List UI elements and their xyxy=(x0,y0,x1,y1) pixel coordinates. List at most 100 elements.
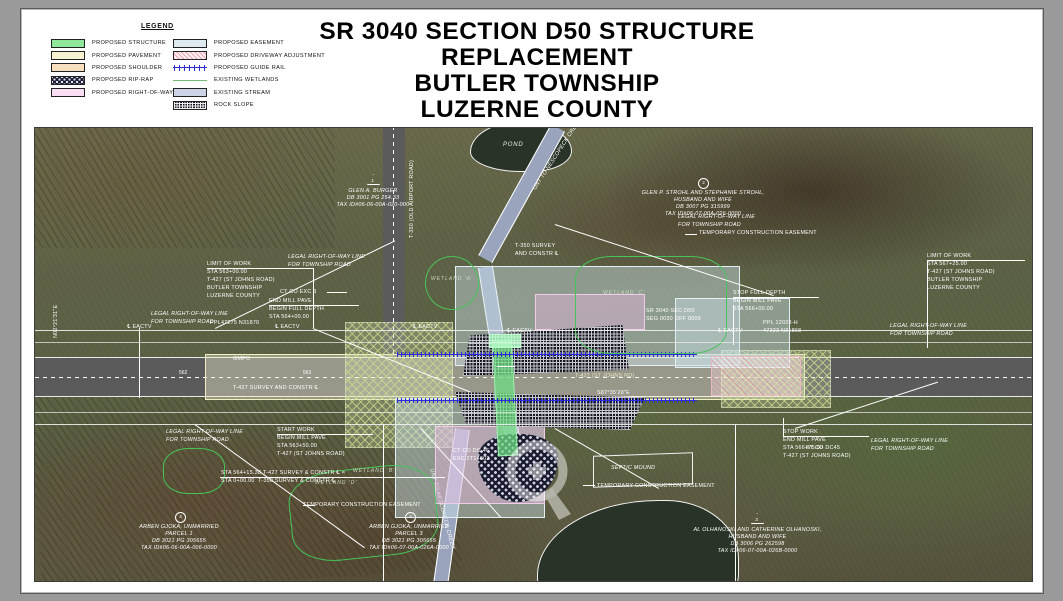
parcel-1-deed: DB 3001 PG 254.33 xyxy=(346,195,400,201)
stop-full-depth-l1: STOP FULL DEPTH xyxy=(733,290,786,296)
structure-approach-slab xyxy=(489,334,521,348)
survey-line-vert-2 xyxy=(735,424,736,581)
legend-title: LEGEND xyxy=(141,23,174,30)
proposed-rip-rap-apron xyxy=(478,434,558,502)
eactv-label-4: ℄ EACTV xyxy=(507,328,532,334)
start-work-l1: START WORK xyxy=(277,427,315,433)
start-work-l3: STA 563+50.00 xyxy=(277,443,318,449)
limit-of-work-west-l5: LUZERNE COUNTY xyxy=(207,293,260,299)
legend-item-proposed-easement: PROPOSED EASEMENT xyxy=(173,37,325,49)
parcel-4b-tax-id: TAX ID#06-07-00A-026A-0000 xyxy=(369,545,449,551)
wetland-label-b: WETLAND 'B' xyxy=(353,468,396,474)
septic-mound-label: SEPTIC MOUND xyxy=(611,465,656,471)
title-line-county: LUZERNE COUNTY xyxy=(420,95,654,123)
legend-item-proposed-rip-rap: PROPOSED RIP-RAP xyxy=(51,74,173,86)
ct-co-exc-3-label: CT CO EXC 3 xyxy=(280,289,317,295)
legal-row-nw-l2: FOR TOWNSHIP ROAD xyxy=(678,222,741,228)
old-airport-road-centerline xyxy=(393,128,394,370)
parcel-2-tax-id: TAX ID#06-07-00A-026-0000 xyxy=(665,211,741,217)
ct-co-exc-3-leader xyxy=(327,292,347,293)
stop-work-drop xyxy=(783,418,784,436)
aerial-plan-map[interactable]: POND POND UNT TO NESCOPECK CREEK UNT TO … xyxy=(34,127,1033,582)
legend-item-proposed-structure: PROPOSED STRUCTURE xyxy=(51,37,173,49)
stop-work-leader xyxy=(783,436,869,437)
bearing-east-label: S87°35'28"E xyxy=(597,390,631,396)
ppl-pole-center-l1: PPL 12028-H xyxy=(763,320,798,326)
parcel-3-deed: DB 3006 PG 262598 xyxy=(730,541,785,547)
station-equation-l2: STA 0+00.00 T-350 SURVEY & CONSTR ℄ xyxy=(221,478,336,484)
title-line-township: BUTLER TOWNSHIP xyxy=(414,69,660,97)
ct-co-dc-46-l1: CT CO DC 46 xyxy=(453,448,490,454)
limit-of-work-east-l2: STA 567+25.00 xyxy=(927,261,968,267)
legend-swatch-wetlands xyxy=(173,76,207,85)
legal-row-w-l1: LEGAL RIGHT-OF-WAY LINE xyxy=(151,311,229,317)
t350-survey-leader xyxy=(497,366,515,367)
station-marker-562: 562 xyxy=(179,370,188,376)
end-mill-pave-l3: STA 564+00.00 xyxy=(269,314,310,320)
parcel-marker-4b: 4 xyxy=(405,512,416,523)
legend-item-guide-rail: PROPOSED GUIDE RAIL xyxy=(173,62,325,74)
limit-of-work-west-leader xyxy=(207,268,313,269)
eactv-label-3: ℄ EACTV xyxy=(413,324,438,330)
proposed-shoulder-hatch-west xyxy=(345,322,453,448)
legend-swatch-easement xyxy=(173,38,207,48)
parcel-marker-2: 2 xyxy=(698,178,709,189)
legend-swatch-driveway-adjustment xyxy=(173,51,207,61)
tce-center-label: TEMPORARY CONSTRUCTION EASEMENT xyxy=(597,483,715,489)
tce-south-label: TEMPORARY CONSTRUCTION EASEMENT xyxy=(303,502,421,508)
legal-row-nw-l1: LEGAL RIGHT-OF-WAY LINE xyxy=(678,214,756,220)
parcel-4a-tax-id: TAX ID#06-06-00A-006-0000 xyxy=(141,545,217,551)
eactv-label-2: ℄ EACTV xyxy=(275,324,300,330)
legend: LEGEND PROPOSED STRUCTURE PROPOSED PAVEM… xyxy=(35,23,325,123)
tce-center-leader xyxy=(583,485,595,486)
row-line-south xyxy=(35,424,1032,425)
parcel-4a-deed: DB 3021 PG 305655 xyxy=(151,538,206,544)
limit-of-work-east-l3: T-427 (ST JOHNS ROAD) xyxy=(927,269,995,275)
stop-full-depth-l2: BEGIN MILL PAVE xyxy=(733,298,782,304)
tce-south-leader xyxy=(303,505,315,506)
parcel-1-owner: GLEN A. BURGER xyxy=(348,188,398,194)
limit-of-work-west-l2: STA 563+00.00 xyxy=(207,269,248,275)
limit-of-work-east-l1: LIMIT OF WORK xyxy=(927,253,972,259)
legend-label-rock-slope: ROCK SLOPE xyxy=(214,102,254,109)
st-johns-road-centerline xyxy=(35,377,1032,378)
start-work-l4: T-427 (ST JOHNS ROAD) xyxy=(277,451,345,457)
pond-north-label: POND xyxy=(503,142,524,148)
utility-line-overhead-south xyxy=(35,412,1032,413)
parcel-3-relation: HUSBAND AND WIFE xyxy=(728,534,787,540)
legend-label-guide-rail: PROPOSED GUIDE RAIL xyxy=(214,64,286,71)
utility-line-overhead-north xyxy=(35,342,1032,343)
wetland-label-d: WETLAND 'D' xyxy=(315,480,358,486)
legend-item-existing-wetlands: EXISTING WETLANDS xyxy=(173,74,325,86)
stop-full-depth-drop xyxy=(733,305,734,345)
end-mill-pave-l2: BEGIN FULL DEPTH xyxy=(269,306,325,312)
legal-row-se-l1: LEGAL RIGHT-OF-WAY LINE xyxy=(871,438,949,444)
eactv-label-1: ℄ EACTV xyxy=(127,324,152,330)
parcel-4a-owner: ARBEN GJOKA, UNMARRIED xyxy=(139,524,219,530)
legend-item-existing-stream: EXISTING STREAM xyxy=(173,87,325,99)
legend-column-right: PROPOSED EASEMENT PROPOSED DRIVEWAY ADJU… xyxy=(173,37,325,111)
bearing-west-label: N02°21'31"E xyxy=(53,304,59,338)
stop-work-l3: STA 566+75.00 xyxy=(783,445,824,451)
tce-north-label: TEMPORARY CONSTRUCTION EASEMENT xyxy=(699,230,817,236)
parcel-4a-parcel: PARCEL 1 xyxy=(165,531,193,537)
legend-swatch-structure xyxy=(51,38,85,48)
legend-label-easement: PROPOSED EASEMENT xyxy=(214,40,284,47)
sr3040-segment-l1: SR 3040 SEC D50 xyxy=(646,308,695,314)
legend-swatch-rock-slope xyxy=(173,100,207,110)
eactv-label-5: ℄ EACTV xyxy=(718,328,743,334)
ct-co-dc-46-l2: EXC 2T14602 xyxy=(453,456,490,462)
wetland-boundary-b xyxy=(163,448,225,494)
legend-label-shoulder: PROPOSED SHOULDER xyxy=(92,64,163,71)
limit-of-work-west-l1: LIMIT OF WORK xyxy=(207,261,252,267)
limit-of-work-east-l4: BUTLER TOWNSHIP xyxy=(927,277,983,283)
stop-full-depth-leader xyxy=(733,297,819,298)
parcel-1-tax-id: TAX ID#06-06-00A-020-000 xyxy=(336,202,410,208)
title-line-project: SR 3040 SECTION D50 STRUCTURE REPLACEMEN… xyxy=(319,18,755,71)
legend-label-rip-rap: PROPOSED RIP-RAP xyxy=(92,77,154,84)
legend-item-proposed-right-of-way: PROPOSED RIGHT-OF-WAY xyxy=(51,87,173,99)
legal-row-sw-l2: FOR TOWNSHIP ROAD xyxy=(166,437,229,443)
station-equation-l1: STA 564+15.38 T-427 SURVEY & CONSTR ℄ = xyxy=(221,470,346,476)
limit-of-work-west-l3: T-427 (ST JOHNS ROAD) xyxy=(207,277,275,283)
